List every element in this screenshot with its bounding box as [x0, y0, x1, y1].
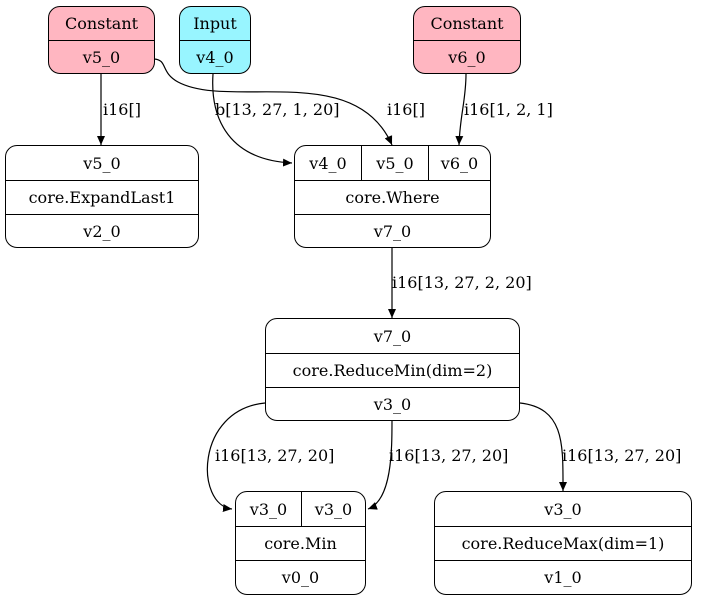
- node-input-port: v3_0: [544, 499, 582, 519]
- node-output: v2_0: [6, 214, 198, 247]
- node-title: Input: [193, 14, 237, 33]
- node-op: core.ReduceMax(dim=1): [435, 526, 691, 560]
- edge-v4-to-where: [212, 73, 293, 167]
- node-output: v7_0: [295, 214, 490, 247]
- edge-reducemin-to-min-a: [206, 402, 266, 512]
- node-output: v4_0: [180, 40, 250, 73]
- node-constant-v5[interactable]: Constant v5_0: [48, 6, 155, 74]
- node-op: core.Min: [236, 526, 365, 560]
- port-v6: v6_0: [428, 146, 490, 180]
- edge-label-v4-to-where: b[13, 27, 1, 20]: [215, 100, 340, 119]
- node-output: v6_0: [414, 40, 520, 73]
- node-reduce-max[interactable]: v3_0 core.ReduceMax(dim=1) v1_0: [434, 491, 692, 595]
- node-input-ports: v3_0 v3_0: [236, 492, 365, 526]
- edge-label-reducemin-to-reducemax: i16[13, 27, 20]: [562, 446, 682, 465]
- node-expand-last1[interactable]: v5_0 core.ExpandLast1 v2_0: [5, 145, 199, 248]
- node-reduce-min[interactable]: v7_0 core.ReduceMin(dim=2) v3_0: [265, 318, 520, 421]
- node-where[interactable]: v4_0 v5_0 v6_0 core.Where v7_0: [294, 145, 491, 248]
- node-input-port: v7_0: [373, 326, 412, 346]
- edge-label-reducemin-to-min-a: i16[13, 27, 20]: [215, 446, 335, 465]
- edge-label-v5-to-where: i16[]: [387, 100, 425, 119]
- node-output: v0_0: [236, 560, 365, 594]
- node-input-v4[interactable]: Input v4_0: [179, 6, 251, 74]
- node-input-ports: v4_0 v5_0 v6_0: [295, 146, 490, 180]
- port-v5: v5_0: [361, 146, 428, 180]
- node-output: v1_0: [435, 560, 691, 594]
- node-op: core.ReduceMin(dim=2): [266, 353, 519, 387]
- edge-label-v6-to-where: i16[1, 2, 1]: [464, 100, 553, 119]
- node-title: Constant: [430, 14, 504, 33]
- node-op: core.Where: [295, 180, 490, 214]
- edge-reducemin-to-reducemax: [519, 402, 568, 492]
- node-title: Constant: [64, 14, 139, 33]
- node-input-port: v5_0: [83, 153, 121, 173]
- port-v4: v4_0: [309, 153, 347, 173]
- node-output: v5_0: [49, 40, 154, 73]
- port-v3-a: v3_0: [249, 499, 288, 519]
- node-output: v3_0: [266, 387, 519, 420]
- port-v3-b: v3_0: [301, 492, 365, 526]
- edge-label-reducemin-to-min-b: i16[13, 27, 20]: [389, 446, 509, 465]
- edge-v5-to-where: [153, 58, 393, 146]
- node-min[interactable]: v3_0 v3_0 core.Min v0_0: [235, 491, 366, 595]
- edge-v6-to-where: [455, 73, 467, 146]
- edge-label-v5-to-expand: i16[]: [103, 100, 141, 119]
- node-constant-v6[interactable]: Constant v6_0: [413, 6, 521, 74]
- edge-label-where-to-reducemin: i16[13, 27, 2, 20]: [392, 273, 532, 292]
- node-op: core.ExpandLast1: [6, 180, 198, 214]
- edge-reducemin-to-min-b: [367, 418, 393, 510]
